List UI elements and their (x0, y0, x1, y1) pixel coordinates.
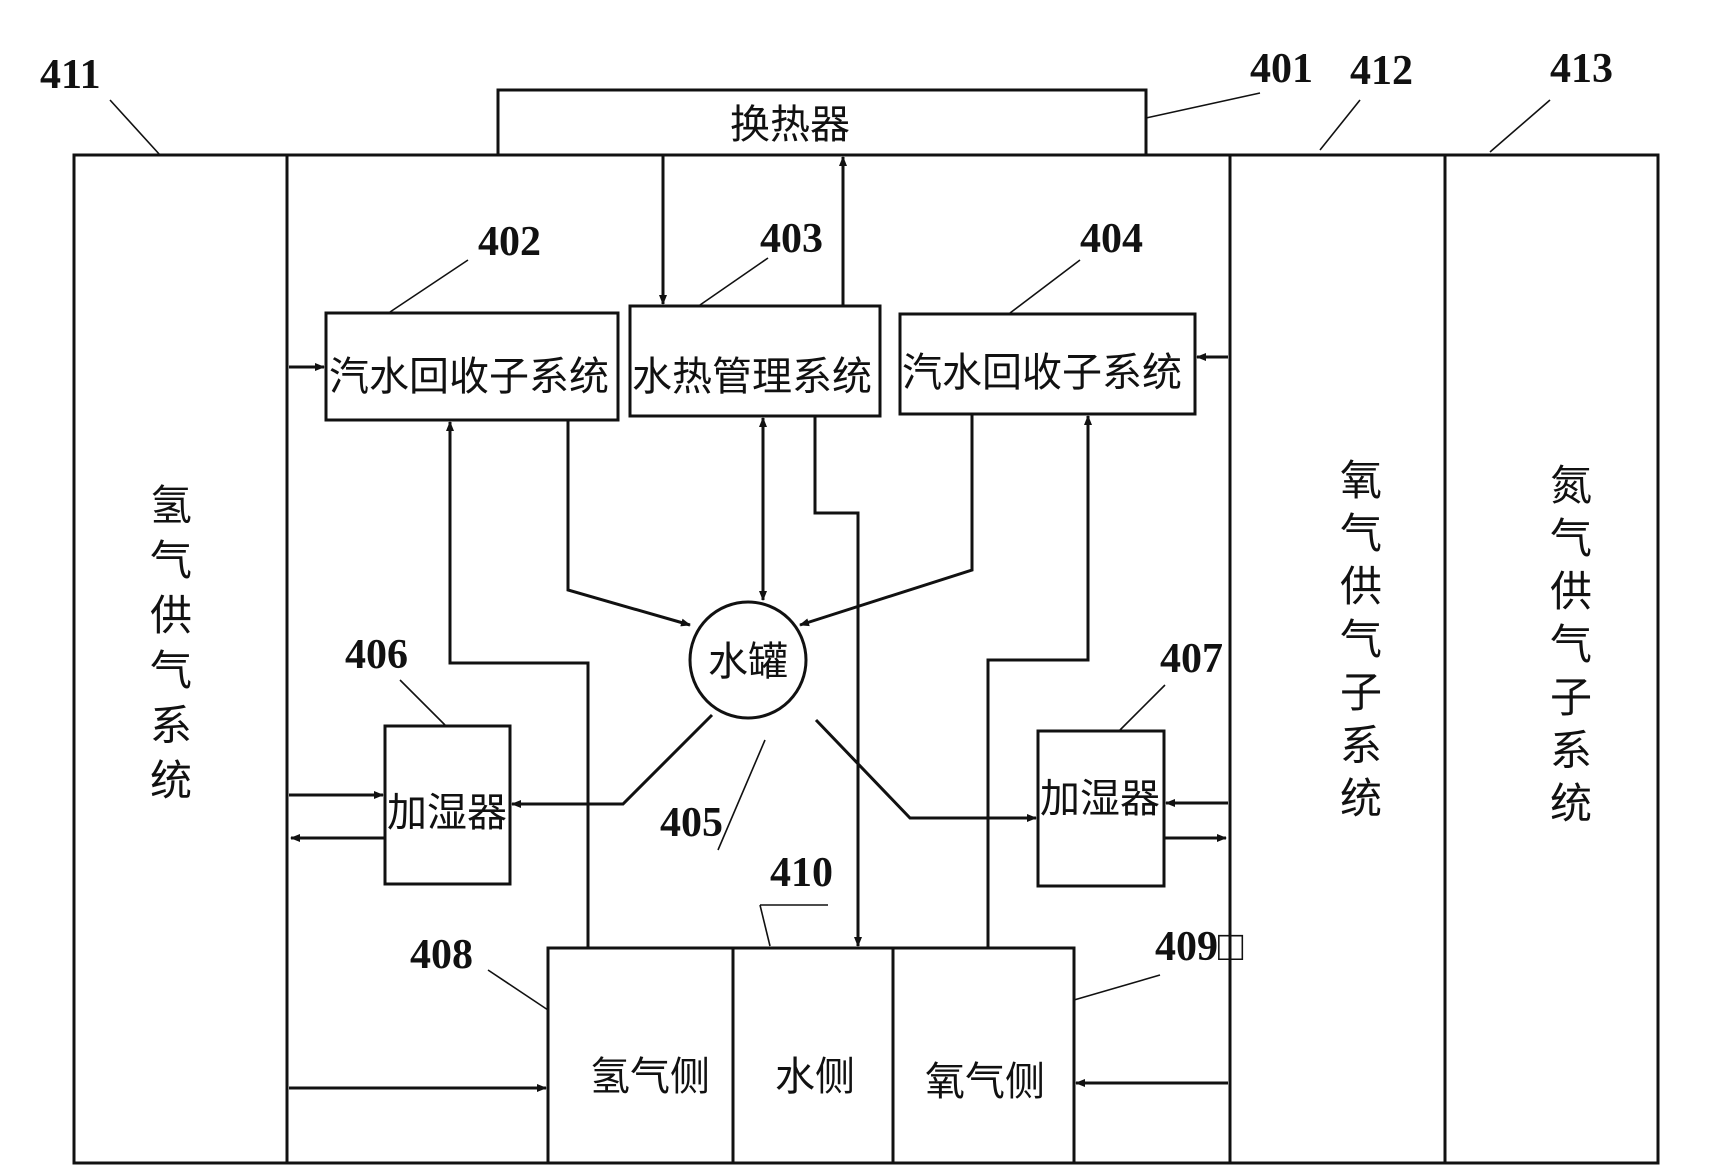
nitrogen-supply-char-5: 子 (1550, 673, 1592, 722)
humidifier-left-label: 加湿器 (387, 790, 507, 836)
hydrogen-supply-char-3: 供 (150, 591, 192, 640)
water-side-label: 水侧 (775, 1054, 855, 1100)
oxygen-supply-char-3: 供 (1340, 562, 1382, 611)
ref-413: 413 (1550, 46, 1613, 92)
leader-413 (1489, 99, 1551, 153)
nitrogen-supply-char-1: 氮 (1550, 461, 1592, 510)
ref-410: 410 (770, 850, 833, 896)
oxygen-supply-char-2: 气 (1340, 509, 1382, 558)
heat-exchanger-box (496, 88, 1148, 157)
oxygen-side-label: 氧气侧 (925, 1059, 1045, 1105)
leader-407 (1119, 684, 1166, 731)
nitrogen-supply-char-4: 气 (1550, 620, 1592, 669)
hydrogen-supply-char-4: 气 (150, 646, 192, 695)
nitrogen-supply-char-3: 供 (1550, 567, 1592, 616)
flow-wh-to-waterside (813, 416, 862, 947)
leader-410 (759, 904, 771, 947)
ref-404: 404 (1080, 216, 1143, 262)
leader-411 (109, 99, 161, 156)
ref-406: 406 (345, 632, 408, 678)
hydrogen-supply-char-5: 系 (150, 701, 192, 750)
water-tank (688, 600, 808, 720)
water-heat-mgmt-box (628, 304, 882, 418)
hydrogen-supply-char-1: 氢 (150, 481, 192, 530)
flow-tank-to-humidifier-left (511, 713, 714, 808)
electrolyzer-block (546, 946, 1076, 1165)
ref-403: 403 (760, 216, 823, 262)
flow-o2side-to-sr-right (986, 415, 1092, 948)
leader-406 (399, 679, 446, 726)
leader-412 (1319, 99, 1361, 151)
leader-408 (487, 969, 549, 1011)
leader-405 (717, 739, 766, 851)
leader-401 (1145, 92, 1261, 119)
ref-412: 412 (1350, 48, 1413, 94)
oxygen-supply-char-6: 系 (1340, 721, 1382, 770)
hydrogen-supply-char-6: 统 (150, 756, 192, 805)
steam-recovery-left-box (324, 311, 620, 422)
humidifier-left-box (383, 724, 512, 886)
nitrogen-supply-char-2: 气 (1550, 514, 1592, 563)
leader-402 (389, 259, 469, 313)
humidifier-right-box (1036, 729, 1166, 888)
ref-407: 407 (1160, 636, 1223, 682)
leader-403 (699, 257, 769, 306)
flow-tank-to-humidifier-right (814, 718, 1037, 822)
hydrogen-supply-char-2: 气 (150, 536, 192, 585)
humidifier-right-label: 加湿器 (1040, 776, 1160, 822)
ref-405: 405 (660, 800, 723, 846)
water-heat-mgmt-label: 水热管理系统 (632, 354, 872, 400)
ref-401: 401 (1250, 46, 1313, 92)
oxygen-supply-char-7: 统 (1340, 774, 1382, 823)
oxygen-supply-char-5: 子 (1340, 668, 1382, 717)
oxygen-supply-char-1: 氧 (1340, 456, 1382, 505)
ref-402: 402 (478, 219, 541, 265)
ref-409: 409□ (1155, 924, 1244, 970)
ref-411: 411 (40, 52, 101, 98)
leader-404 (1009, 259, 1081, 314)
nitrogen-supply-char-7: 统 (1550, 779, 1592, 828)
oxygen-supply-char-4: 气 (1340, 615, 1382, 664)
hydrogen-side-label: 氢气侧 (590, 1054, 710, 1100)
ref-408: 408 (410, 932, 473, 978)
leader-409 (1073, 974, 1161, 1001)
steam-recovery-right-box (898, 312, 1197, 416)
heat-exchanger-label: 换热器 (730, 102, 850, 148)
steam-recovery-left-label: 汽水回收子系统 (329, 354, 609, 400)
flow-sr-left-to-tank (566, 420, 691, 627)
nitrogen-supply-char-6: 系 (1550, 726, 1592, 775)
water-tank-label: 水罐 (708, 639, 788, 685)
steam-recovery-right-label: 汽水回收子系统 (902, 350, 1182, 396)
